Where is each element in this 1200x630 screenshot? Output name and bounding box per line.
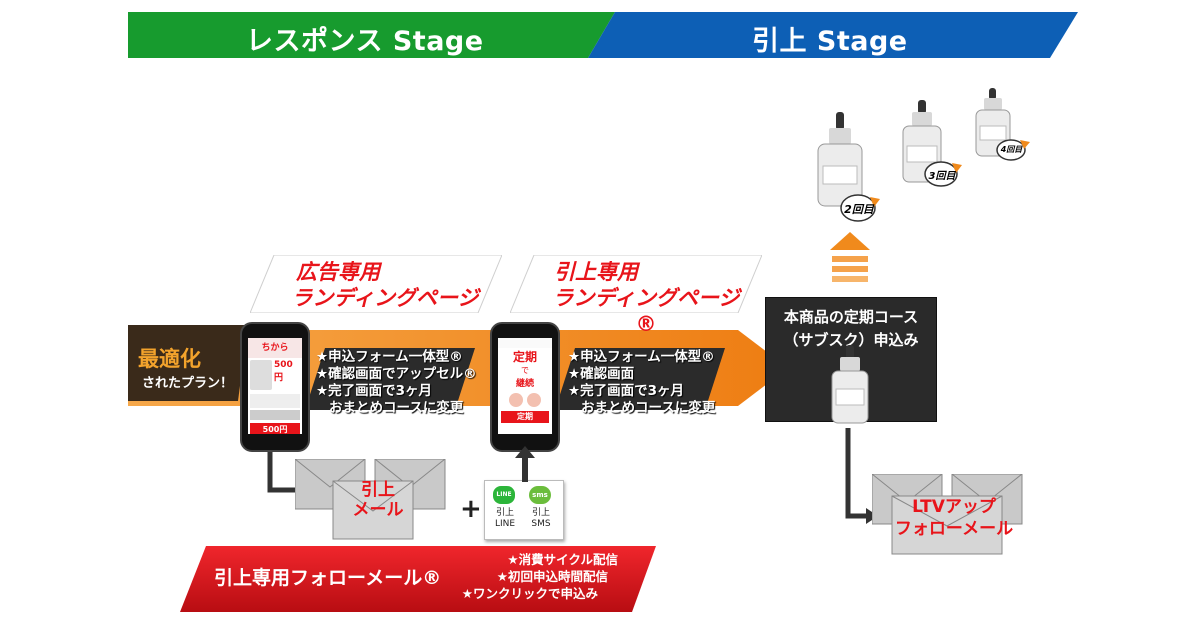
stage-banner bbox=[128, 12, 1078, 58]
lp-ad-line1: 広告専用 bbox=[296, 260, 380, 284]
round-badge-fourth: 4回目 bbox=[996, 138, 1030, 162]
lp-ad-line2: ランディングページ bbox=[291, 286, 479, 310]
subscription-line2: （サブスク）申込み bbox=[783, 331, 919, 349]
connector-arrow-up bbox=[515, 446, 535, 482]
phone-ad-screen: ちから 500円 500円 bbox=[248, 338, 302, 434]
hikiage-stage-label: 引上 Stage bbox=[752, 26, 908, 57]
lp-hikiage-line1: 引上専用 bbox=[554, 260, 638, 284]
serum-bottle-second bbox=[817, 112, 863, 207]
phone-ad-lp: ちから 500円 500円 bbox=[240, 322, 310, 452]
lp-ad-tag: 広告専用 ランディングページ bbox=[250, 255, 502, 313]
features-hikiage: ★申込フォーム一体型® ★確認画面 ★完了画面で3ヶ月 おまとめコースに変更 bbox=[568, 349, 716, 416]
serum-bottle-main bbox=[831, 345, 869, 424]
mail-hikiage-label: 引上 メール bbox=[352, 480, 404, 520]
features-band bbox=[305, 348, 725, 410]
plus-sign: + bbox=[460, 494, 482, 524]
features-ad: ★申込フォーム一体型® ★確認画面でアップセル® ★完了画面で3ヶ月 おまとめコ… bbox=[316, 349, 477, 416]
lp-hikiage-tag: 引上専用 ランディングページ ® bbox=[510, 255, 762, 336]
up-arrow bbox=[830, 232, 870, 282]
ltv-mail-envelopes bbox=[872, 474, 1023, 555]
phone-hikiage-lp: 定期 で 継続 定期 bbox=[490, 322, 560, 452]
optimized-block bbox=[128, 325, 248, 401]
lp-hikiage-line2: ランディングページ ® bbox=[552, 286, 740, 336]
mail-hikiage-envelopes bbox=[295, 459, 446, 540]
round-badge-second: 2回目 bbox=[840, 193, 880, 223]
follow-mail-banner bbox=[180, 546, 656, 612]
hikiage-stage-bar bbox=[588, 12, 1078, 58]
response-stage-label: レスポンス Stage bbox=[246, 26, 484, 57]
response-stage-bar bbox=[128, 12, 615, 58]
optimized-title: 最適化 bbox=[138, 347, 201, 371]
line-icon: LINE bbox=[493, 486, 515, 504]
optimized-subtitle: されたプラン！ bbox=[142, 376, 234, 391]
follow-mail-title: 引上専用フォローメール® bbox=[214, 567, 442, 589]
ltv-mail-label: LTVアップ フォローメール bbox=[894, 497, 1014, 539]
round-badge-third: 3回目 bbox=[924, 160, 962, 188]
follow-mail-bullets: ★消費サイクル配信 ★初回申込時間配信 ★ワンクリックで申込み bbox=[461, 552, 618, 601]
subscription-line1: 本商品の定期コース bbox=[783, 308, 919, 326]
sms-icon: sms bbox=[529, 486, 551, 504]
phone-hikiage-screen: 定期 で 継続 定期 bbox=[498, 338, 552, 434]
